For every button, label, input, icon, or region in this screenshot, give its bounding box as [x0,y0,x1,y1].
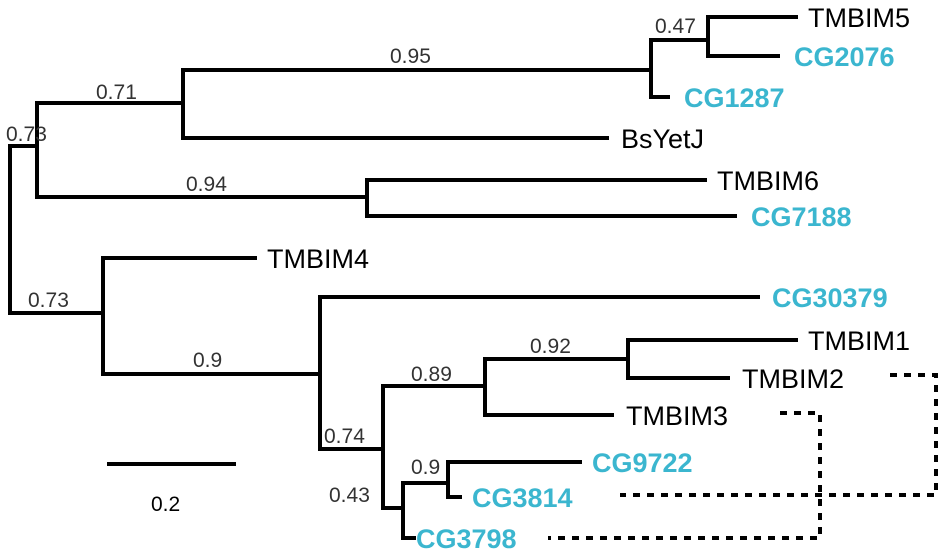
taxon-label: CG3814 [472,483,573,513]
support-node-c2b1: 0.89 [411,363,452,386]
support-node-c2: 0.9 [193,349,222,372]
taxon-label: CG30379 [772,283,888,313]
taxon-label: CG7188 [751,202,852,232]
support-node-c2b2: 0.43 [329,484,370,507]
support-node-c2b1a: 0.92 [530,335,571,358]
taxon-label: CG3798 [416,524,517,554]
support-node-c: 0.73 [28,289,69,312]
taxon-label: TMBIM6 [717,166,819,196]
taxon-label: TMBIM5 [808,3,910,33]
taxon-label: BsYetJ [621,124,704,154]
link-tmbim2-cg3814 [620,373,938,497]
taxon-label: CG2076 [794,42,895,72]
support-node-a1: 0.95 [390,45,431,68]
scale-bar-label: 0.2 [151,493,180,516]
taxon-label: TMBIM3 [626,401,728,431]
taxon-label: TMBIM4 [267,244,369,274]
paired-links [548,373,938,540]
taxon-label: CG1287 [684,83,785,113]
tree-branches [8,15,798,540]
taxon-label: TMBIM2 [742,364,844,394]
taxon-label: CG9722 [592,448,693,478]
support-root-upper: 0.73 [6,123,47,146]
support-node-c2b: 0.74 [324,425,365,448]
support-node-a: 0.71 [96,81,137,104]
scale-bar: 0.2 [107,462,236,516]
link-tmbim3-cg3798 [548,411,822,540]
taxon-labels: TMBIM5 CG2076 CG1287 BsYetJ TMBIM6 CG718… [267,3,910,554]
support-values: 0.73 0.71 0.95 0.47 0.94 0.73 0.9 0.74 0… [6,15,696,507]
support-node-c2b2a: 0.9 [411,456,440,479]
taxon-label: TMBIM1 [808,326,910,356]
support-node-a1a: 0.47 [655,15,696,38]
support-node-b: 0.94 [186,173,227,196]
